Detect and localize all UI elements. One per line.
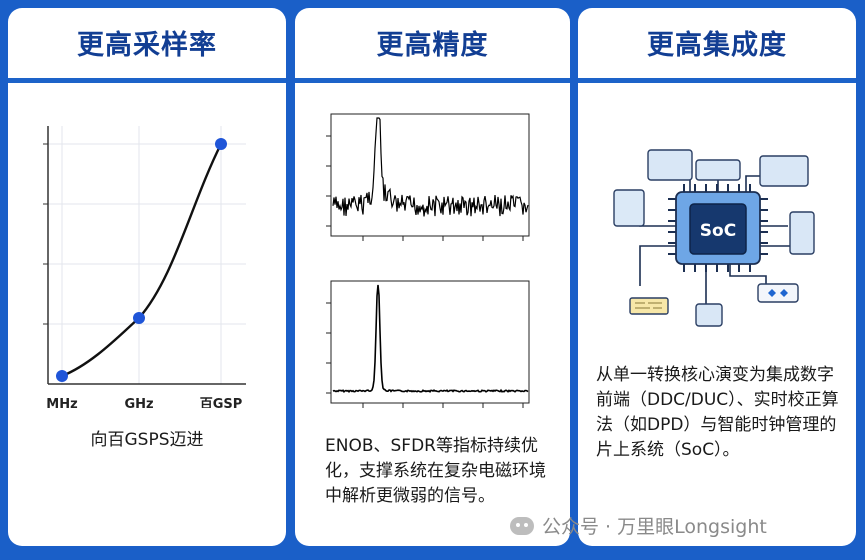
y-ticks — [43, 143, 48, 325]
data-point-1 — [133, 312, 145, 324]
chip-pins — [668, 184, 768, 272]
title-divider — [578, 78, 856, 83]
memory-block-yellow — [629, 297, 669, 315]
panel-caption: ENOB、SFDR等指标持续优化，支撑系统在复杂电磁环境中解析更微弱的信号。 — [325, 436, 546, 506]
chip-label: SoC — [700, 221, 736, 241]
clean-spectrum-plot — [323, 273, 538, 408]
panel-caption: 向百GSPS迈进 — [90, 430, 204, 450]
x-tick-label: GHz — [124, 397, 153, 408]
chart-grid — [48, 126, 246, 384]
soc-diagram: SoC — [613, 149, 815, 327]
watermark-text: 公众号 · 万里眼Longsight — [542, 516, 767, 538]
peripheral-block-top-right — [759, 155, 809, 187]
title-divider — [295, 78, 570, 83]
io-block-bottom-right — [757, 283, 799, 303]
panel-caption: 从单一转换核心演变为集成数字前端（DDC/DUC）、实时校正算法（如DPD）与智… — [596, 365, 839, 460]
peripheral-block-bottom — [695, 303, 723, 327]
peripheral-block-top — [695, 159, 741, 181]
peripheral-block-left — [613, 189, 645, 227]
noisy-spectrum-plot — [323, 106, 538, 241]
panel-sampling-rate: 更高采样率 MHz GHz 百GSP 向百GSPS迈进 — [8, 8, 286, 546]
panel-title: 更高集成度 — [647, 29, 787, 61]
data-point-2 — [215, 138, 227, 150]
clean-spectrum-trace — [332, 284, 529, 394]
data-point-0 — [56, 370, 68, 382]
x-tick-label: 百GSP — [200, 397, 243, 408]
panel-title: 更高精度 — [376, 29, 489, 61]
panel-precision: 更高精度 ENOB、SFDR等指标持续优化，支撑系统在复杂电磁环境中解析更微弱的… — [295, 8, 570, 546]
peripheral-block-right — [789, 211, 815, 255]
chip-die — [689, 203, 747, 255]
peripheral-block-top-left — [647, 149, 693, 181]
panel-integration: 更高集成度 SoC 从单一 — [578, 8, 856, 546]
x-tick-label: MHz — [46, 397, 77, 408]
wechat-icon — [510, 516, 534, 535]
noisy-spectrum-trace — [332, 117, 529, 217]
watermark: 公众号 · 万里眼Longsight — [510, 512, 767, 539]
sampling-rate-chart: MHz GHz 百GSP — [43, 126, 246, 408]
title-divider — [8, 78, 286, 83]
panel-title: 更高采样率 — [77, 29, 217, 61]
series-line — [61, 143, 223, 378]
